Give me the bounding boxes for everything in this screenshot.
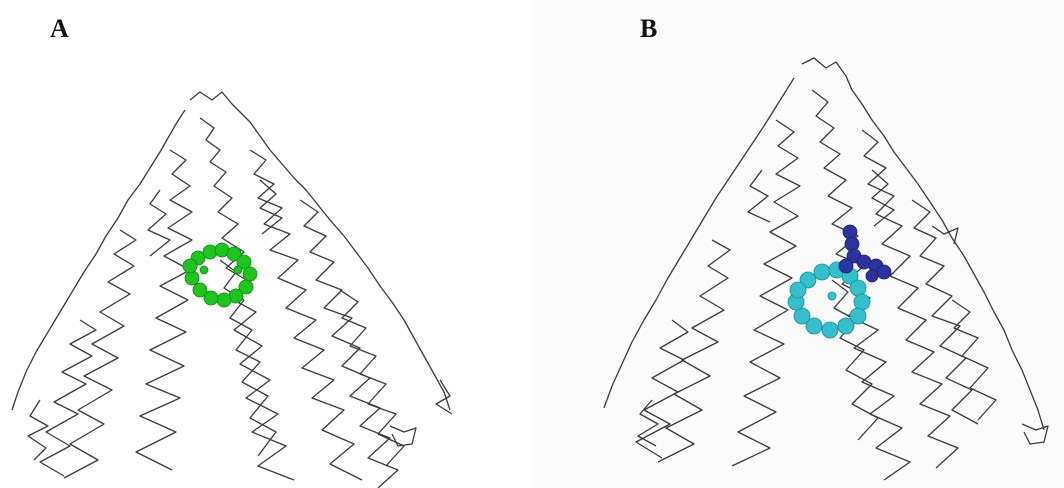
- ligand-spheres-a: [183, 243, 257, 307]
- protein-structure-b: [532, 0, 1064, 488]
- panel-a: A: [0, 0, 532, 488]
- ligand-spheres-b-cyan: [788, 262, 870, 338]
- panel-b: B: [532, 0, 1064, 488]
- protein-structure-a: [0, 0, 532, 488]
